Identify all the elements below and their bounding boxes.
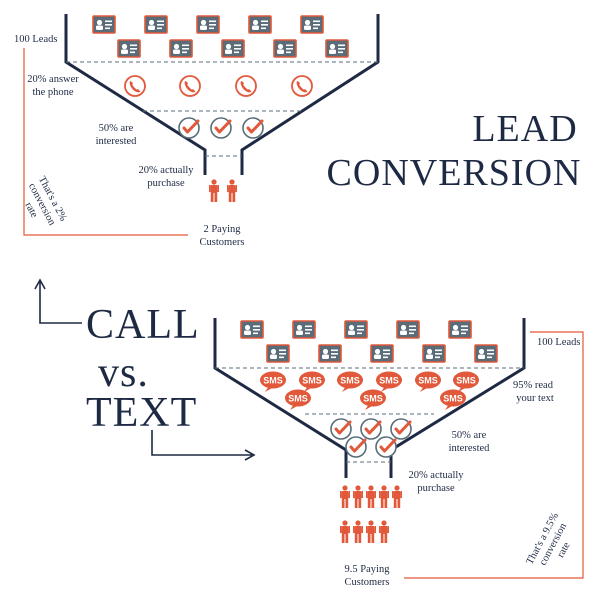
text-stage3-line1: 20% actually	[408, 470, 464, 481]
vs-heading: vs.	[98, 350, 149, 396]
sms-bubble-icon: SMS	[415, 371, 441, 392]
sms-label: SMS	[379, 376, 399, 386]
text-bracket	[404, 331, 584, 579]
check-icon	[241, 116, 265, 140]
sms-bubble-icon: SMS	[440, 389, 466, 410]
person-icon	[366, 520, 376, 543]
sms-label: SMS	[363, 394, 383, 404]
lead-card-icon	[396, 320, 420, 339]
lead-card-icon	[144, 15, 168, 34]
text-stage1-line1: 95% read	[513, 380, 554, 391]
sms-label: SMS	[443, 394, 463, 404]
lead-card-icon	[117, 39, 141, 58]
call-heading: CALL	[86, 302, 200, 348]
lead-card-icon	[92, 15, 116, 34]
person-icon	[366, 485, 376, 508]
sms-bubble-icon: SMS	[360, 389, 386, 410]
check-icon	[359, 417, 383, 441]
sms-label: SMS	[302, 376, 322, 386]
sms-label: SMS	[340, 376, 360, 386]
lead-card-icon	[248, 15, 272, 34]
arrow-up-icon	[34, 278, 82, 324]
sms-bubble-icon: SMS	[376, 371, 402, 392]
text-funnel-outline	[213, 318, 526, 478]
lead-card-icon	[344, 320, 368, 339]
phone-icon	[291, 75, 313, 97]
phone-icon	[179, 75, 201, 97]
lead-card-icon	[300, 15, 324, 34]
person-icon	[353, 485, 363, 508]
check-icon	[389, 417, 413, 441]
call-funnel-outline	[64, 14, 380, 175]
sms-label: SMS	[418, 376, 438, 386]
sms-label: SMS	[263, 376, 283, 386]
phone-icon	[235, 75, 257, 97]
person-icon	[340, 485, 350, 508]
lead-card-icon	[240, 320, 264, 339]
lead-card-icon	[370, 344, 394, 363]
lead-card-icon	[422, 344, 446, 363]
text-stage2-line2: interested	[449, 443, 491, 454]
lead-card-icon	[325, 39, 349, 58]
half-person-icon	[392, 520, 398, 543]
sms-bubble-icon: SMS	[260, 371, 286, 392]
call-stage1-line1: 20% answer	[27, 74, 79, 85]
check-icon	[209, 116, 233, 140]
person-icon	[340, 520, 350, 543]
sms-bubble-icon: SMS	[299, 371, 325, 392]
call-stage2-line1: 50% are	[99, 123, 134, 134]
person-icon	[209, 179, 219, 202]
check-icon	[344, 435, 368, 459]
person-icon	[353, 520, 363, 543]
person-icon	[227, 179, 237, 202]
text-result-line2: Customers	[345, 577, 390, 588]
call-stage3-line2: purchase	[147, 178, 185, 189]
lead-card-icon	[266, 344, 290, 363]
phone-icon	[124, 75, 146, 97]
lead-card-icon	[448, 320, 472, 339]
text-heading: TEXT	[86, 390, 197, 436]
arrow-right-icon	[151, 430, 256, 461]
text-stage2-line1: 50% are	[452, 430, 487, 441]
text-funnel: SMS SMS SMS SMS SMS SMS SMS SMS SMS 100 …	[213, 318, 584, 588]
lead-card-icon	[273, 39, 297, 58]
call-rate-note: That's a 2% conversion rate	[22, 175, 68, 228]
lead-card-icon	[169, 39, 193, 58]
text-rate-note: That's a 9.5% conversion rate	[525, 511, 573, 568]
lead-card-icon	[196, 15, 220, 34]
call-stage1-line2: the phone	[32, 87, 73, 98]
call-result-line1: 2 Paying	[203, 224, 241, 235]
text-leads-label: 100 Leads	[537, 337, 580, 348]
title-line2: CONVERSION	[327, 152, 582, 194]
text-stage1-line2: your text	[516, 393, 554, 404]
check-icon	[177, 116, 201, 140]
call-result-line2: Customers	[200, 237, 245, 248]
sms-bubble-icon: SMS	[337, 371, 363, 392]
sms-label: SMS	[456, 376, 476, 386]
check-icon	[374, 435, 398, 459]
call-stage2-line2: interested	[96, 136, 138, 147]
call-leads-label: 100 Leads	[14, 34, 57, 45]
text-stage3-line2: purchase	[417, 483, 455, 494]
call-stage3-line1: 20% actually	[138, 165, 194, 176]
person-icon	[379, 520, 389, 543]
lead-card-icon	[221, 39, 245, 58]
sms-label: SMS	[288, 394, 308, 404]
call-bracket	[23, 48, 188, 236]
lead-card-icon	[318, 344, 342, 363]
person-icon	[379, 485, 389, 508]
person-icon	[392, 485, 402, 508]
call-funnel: 100 Leads 20% answer the phone 50% are i…	[14, 14, 380, 248]
lead-card-icon	[292, 320, 316, 339]
sms-bubble-icon: SMS	[285, 389, 311, 410]
title-line1: LEAD	[472, 108, 577, 150]
check-icon	[329, 417, 353, 441]
text-result-line1: 9.5 Paying	[345, 564, 391, 575]
lead-card-icon	[474, 344, 498, 363]
sms-bubble-icon: SMS	[453, 371, 479, 392]
